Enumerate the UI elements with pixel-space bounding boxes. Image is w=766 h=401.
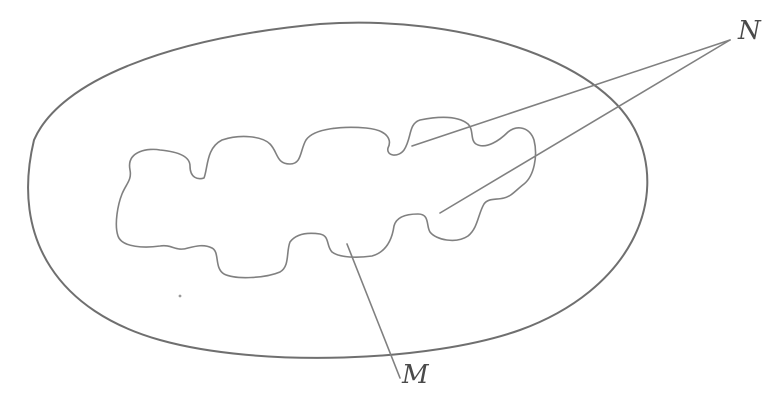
leader-line-n-lower [440, 40, 730, 213]
label-n: N [738, 18, 761, 44]
label-m: M [402, 362, 429, 388]
stray-dot [179, 295, 182, 298]
inner-folded-membrane [116, 117, 535, 277]
outer-membrane [28, 23, 647, 358]
leader-line-n-upper [412, 40, 730, 146]
